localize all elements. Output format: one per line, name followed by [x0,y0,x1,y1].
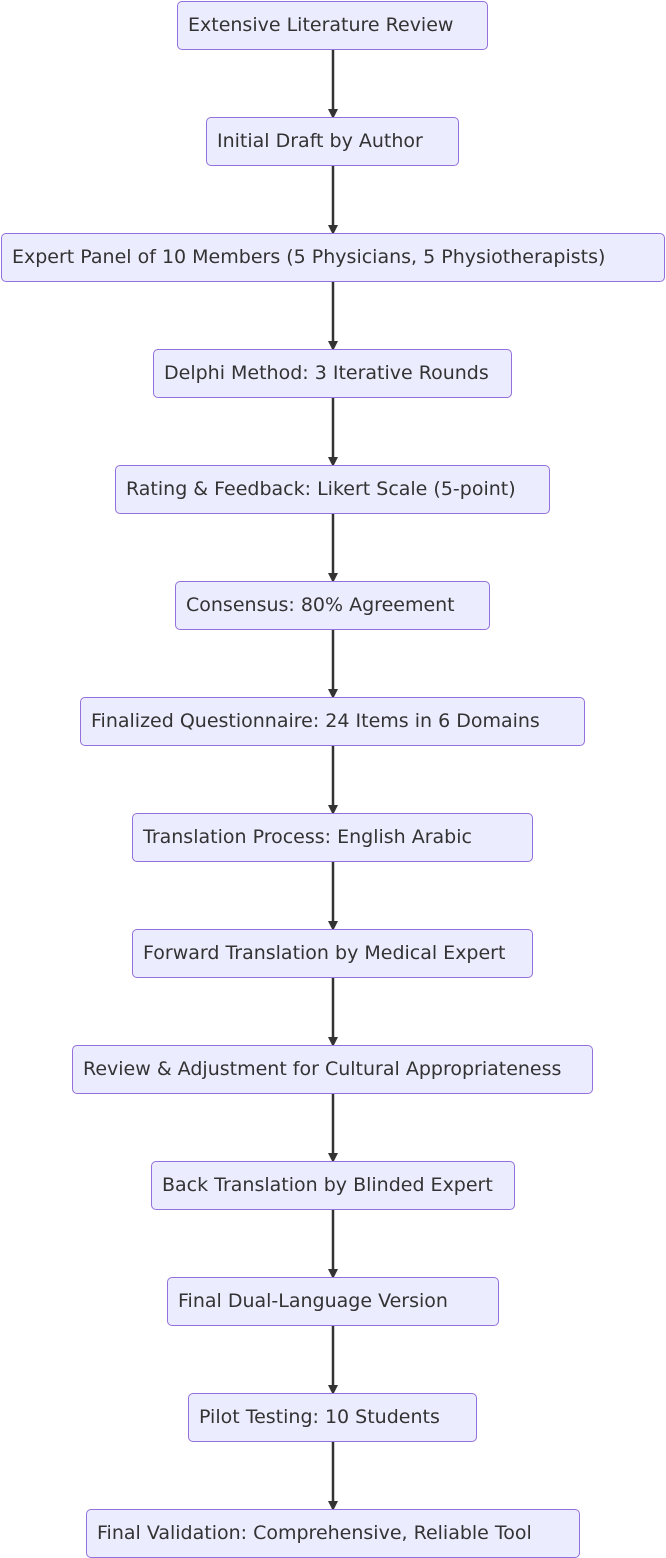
node-back-translation[interactable]: Back Translation by Blinded Expert [151,1161,515,1210]
node-initial-draft[interactable]: Initial Draft by Author [206,117,459,166]
node-delphi-method[interactable]: Delphi Method: 3 Iterative Rounds [153,349,512,398]
node-literature-review[interactable]: Extensive Literature Review [177,1,488,50]
node-pilot-testing[interactable]: Pilot Testing: 10 Students [188,1393,477,1442]
node-final-validation[interactable]: Final Validation: Comprehensive, Reliabl… [86,1509,580,1558]
node-dual-language-version[interactable]: Final Dual-Language Version [167,1277,499,1326]
node-rating-feedback[interactable]: Rating & Feedback: Likert Scale (5-point… [115,465,550,514]
node-consensus[interactable]: Consensus: 80% Agreement [175,581,490,630]
node-finalized-questionnaire[interactable]: Finalized Questionnaire: 24 Items in 6 D… [80,697,585,746]
node-review-adjustment[interactable]: Review & Adjustment for Cultural Appropr… [72,1045,593,1094]
node-translation-process[interactable]: Translation Process: English Arabic [132,813,533,862]
node-expert-panel[interactable]: Expert Panel of 10 Members (5 Physicians… [1,233,665,282]
node-forward-translation[interactable]: Forward Translation by Medical Expert [132,929,533,978]
